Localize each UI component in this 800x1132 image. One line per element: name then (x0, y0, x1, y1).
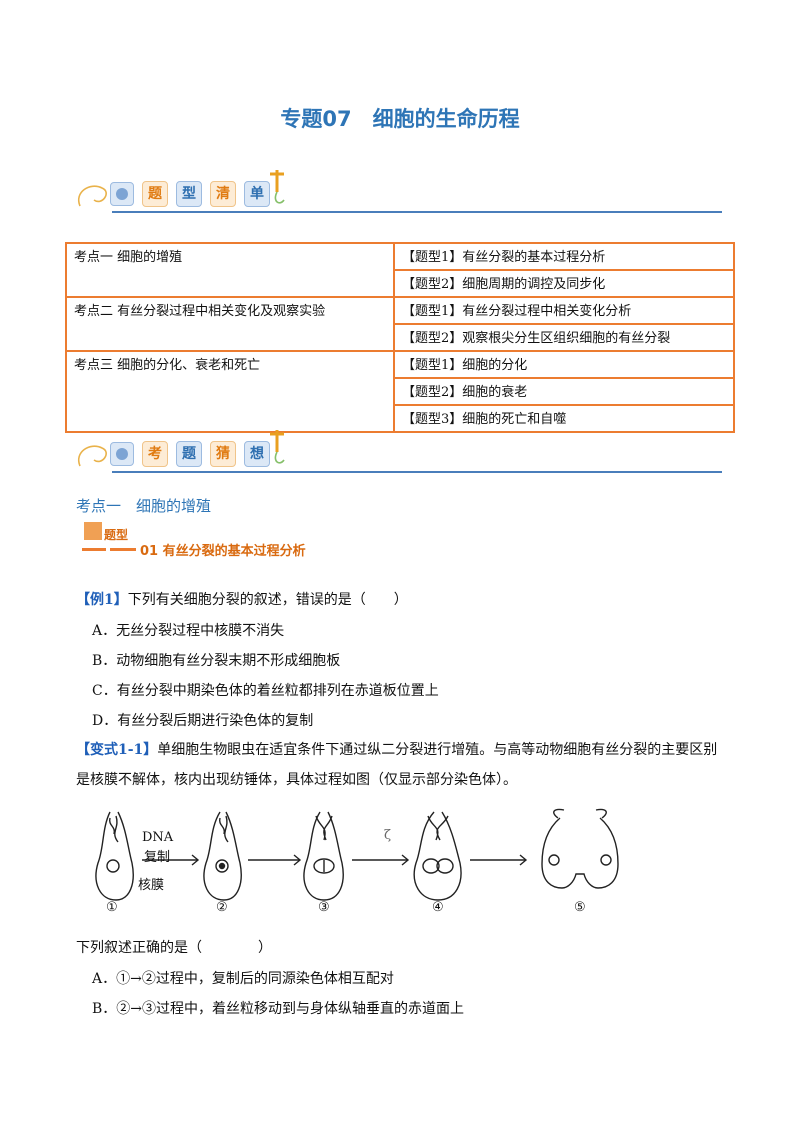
section-banner-question-types: 题 型 清 单 (72, 162, 722, 213)
question-type-header: 题型 01 有丝分裂的基本过程分析 (82, 522, 342, 559)
type-title: 01 有丝分裂的基本过程分析 (140, 544, 306, 559)
option-c: C．有丝分裂中期染色体的着丝粒都排列在赤道板位置上 (92, 683, 439, 699)
banner-decoration-icon (77, 430, 285, 467)
banner-char: 清 (210, 181, 236, 207)
topic-type: 【题型1】有丝分裂过程中相关变化分析 (393, 296, 735, 325)
section-heading: 考点一 细胞的增殖 (76, 497, 212, 515)
option-b: B．②→③过程中，着丝粒移动到与身体纵轴垂直的赤道面上 (92, 1001, 465, 1017)
topic-type: 【题型1】细胞的分化 (393, 350, 735, 379)
topic-type: 【题型1】有丝分裂的基本过程分析 (393, 242, 735, 271)
banner-char: 猜 (210, 441, 236, 467)
page-title: 专题07 细胞的生命历程 (280, 107, 520, 131)
table-row: 【题型3】细胞的死亡和自噬 (66, 404, 735, 433)
banner-char: 想 (244, 441, 270, 467)
type-marker-icon (84, 522, 102, 540)
stage-label: ② (216, 900, 228, 915)
option-a: A．①→②过程中，复制后的同源染色体相互配对 (92, 971, 394, 987)
topic-type: 【题型2】细胞的衰老 (393, 377, 735, 406)
section-banner-predicted-questions: 考 题 猜 想 (72, 422, 722, 473)
stage-label: ⑤ (574, 900, 586, 915)
banner-char: 题 (176, 441, 202, 467)
diagram-mark: ζ (384, 828, 392, 843)
table-row: 【题型2】观察根尖分生区组织细胞的有丝分裂 (66, 323, 735, 352)
banner-dot-icon (110, 182, 134, 206)
stage-label: ④ (432, 900, 444, 915)
variant-tag: 【变式1-1】 (76, 742, 158, 758)
type-bar (82, 548, 106, 551)
option-a: A．无丝分裂过程中核膜不消失 (92, 623, 285, 639)
example-question: 【例1】下列有关细胞分裂的叙述，错误的是（ ） (76, 590, 408, 610)
topic-type: 【题型3】细胞的死亡和自噬 (393, 404, 735, 433)
banner-char: 题 (142, 181, 168, 207)
topic-type: 【题型2】观察根尖分生区组织细胞的有丝分裂 (393, 323, 735, 352)
banner-char: 单 (244, 181, 270, 207)
topics-table: 考点一 细胞的增殖 【题型1】有丝分裂的基本过程分析 【题型2】细胞周期的调控及… (65, 242, 735, 433)
table-row: 考点一 细胞的增殖 【题型1】有丝分裂的基本过程分析 (65, 242, 735, 298)
variant-text: 单细胞生物眼虫在适宜条件下通过纵二分裂进行增殖。与高等动物细胞有丝分裂的主要区别 (157, 742, 718, 758)
question-stem: 下列叙述正确的是（ ） (76, 940, 272, 956)
banner-underline (112, 211, 722, 213)
table-row: 考点二 有丝分裂过程中相关变化及观察实验 【题型1】有丝分裂过程中相关变化分析 (65, 296, 735, 352)
type-bar (110, 548, 136, 551)
arrow-label-dna: DNA (142, 830, 174, 845)
example-tag: 【例1】 (76, 592, 128, 608)
arrow-label-replication: 复制 (144, 850, 171, 865)
topic-name: 考点二 有丝分裂过程中相关变化及观察实验 (65, 296, 395, 352)
table-row: 考点三 细胞的分化、衰老和死亡 【题型1】细胞的分化 (65, 350, 735, 433)
variant-question-line2: 是核膜不解体，核内出现纺锤体，具体过程如图（仅显示部分染色体）。 (76, 772, 517, 788)
banner-underline (112, 471, 722, 473)
cell-division-illustration (95, 808, 619, 901)
banner-char: 考 (142, 441, 168, 467)
stage-label: ① (106, 900, 118, 915)
option-b: B．动物细胞有丝分裂末期不形成细胞板 (92, 653, 341, 669)
table-row: 【题型2】细胞周期的调控及同步化 (66, 269, 735, 298)
stage-label: ③ (318, 900, 330, 915)
euglena-division-diagram: DNA 复制 核膜 ζ ① ② ③ ④ ⑤ (80, 808, 710, 916)
topic-type: 【题型2】细胞周期的调控及同步化 (393, 269, 735, 298)
banner-decoration-icon (77, 170, 285, 207)
topic-name: 考点一 细胞的增殖 (65, 242, 395, 298)
nucleus-label: 核膜 (138, 878, 165, 893)
banner-char: 型 (176, 181, 202, 207)
banner-dot-icon (110, 442, 134, 466)
table-row: 【题型2】细胞的衰老 (66, 377, 735, 406)
example-stem: 下列有关细胞分裂的叙述，错误的是（ ） (127, 592, 408, 608)
option-d: D．有丝分裂后期进行染色体的复制 (92, 713, 314, 729)
topic-name: 考点三 细胞的分化、衰老和死亡 (65, 350, 395, 433)
variant-question-line1: 【变式1-1】单细胞生物眼虫在适宜条件下通过纵二分裂进行增殖。与高等动物细胞有丝… (76, 740, 717, 760)
type-label: 题型 (104, 528, 129, 542)
